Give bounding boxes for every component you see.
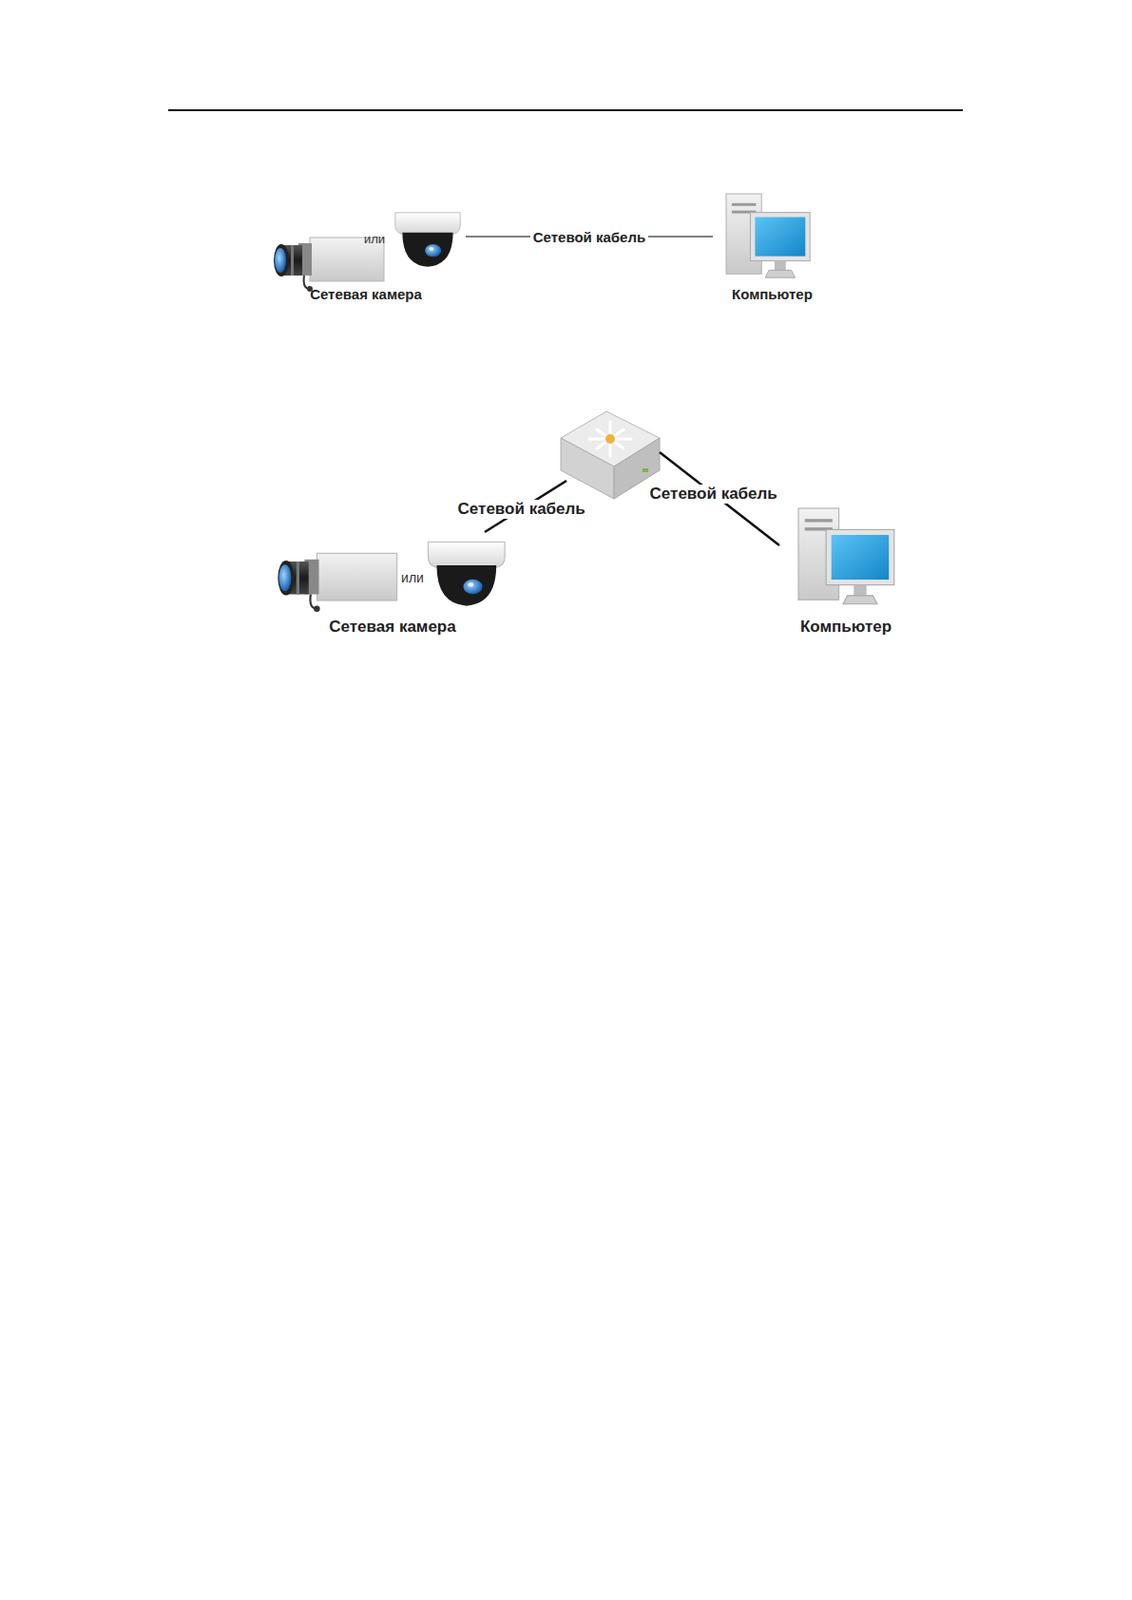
cable-label: Сетевой кабель [455,499,589,519]
network-camera: Сетевая камера [268,532,518,637]
node-label: Сетевая камера [266,286,466,303]
cable-label: Сетевой кабель [647,484,781,504]
box-camera-icon [277,553,397,613]
switch-icon [560,411,660,499]
dome-camera-icon [395,212,461,268]
network-camera: Сетевая камера [266,203,466,303]
cable-label: Сетевой кабель [530,229,649,246]
computer: Компьютер [779,501,913,637]
computer-icon [726,193,810,278]
box-camera-icon [273,237,384,292]
node-label: Компьютер [779,617,913,637]
node-label: Компьютер [712,286,832,303]
or-label: или [364,231,385,247]
dome-camera-icon [427,541,505,606]
computer: Компьютер [712,190,832,303]
node-label: Сетевая камера [268,617,518,637]
header-rule [168,109,963,112]
computer-icon [798,508,895,605]
or-label: или [401,570,424,586]
